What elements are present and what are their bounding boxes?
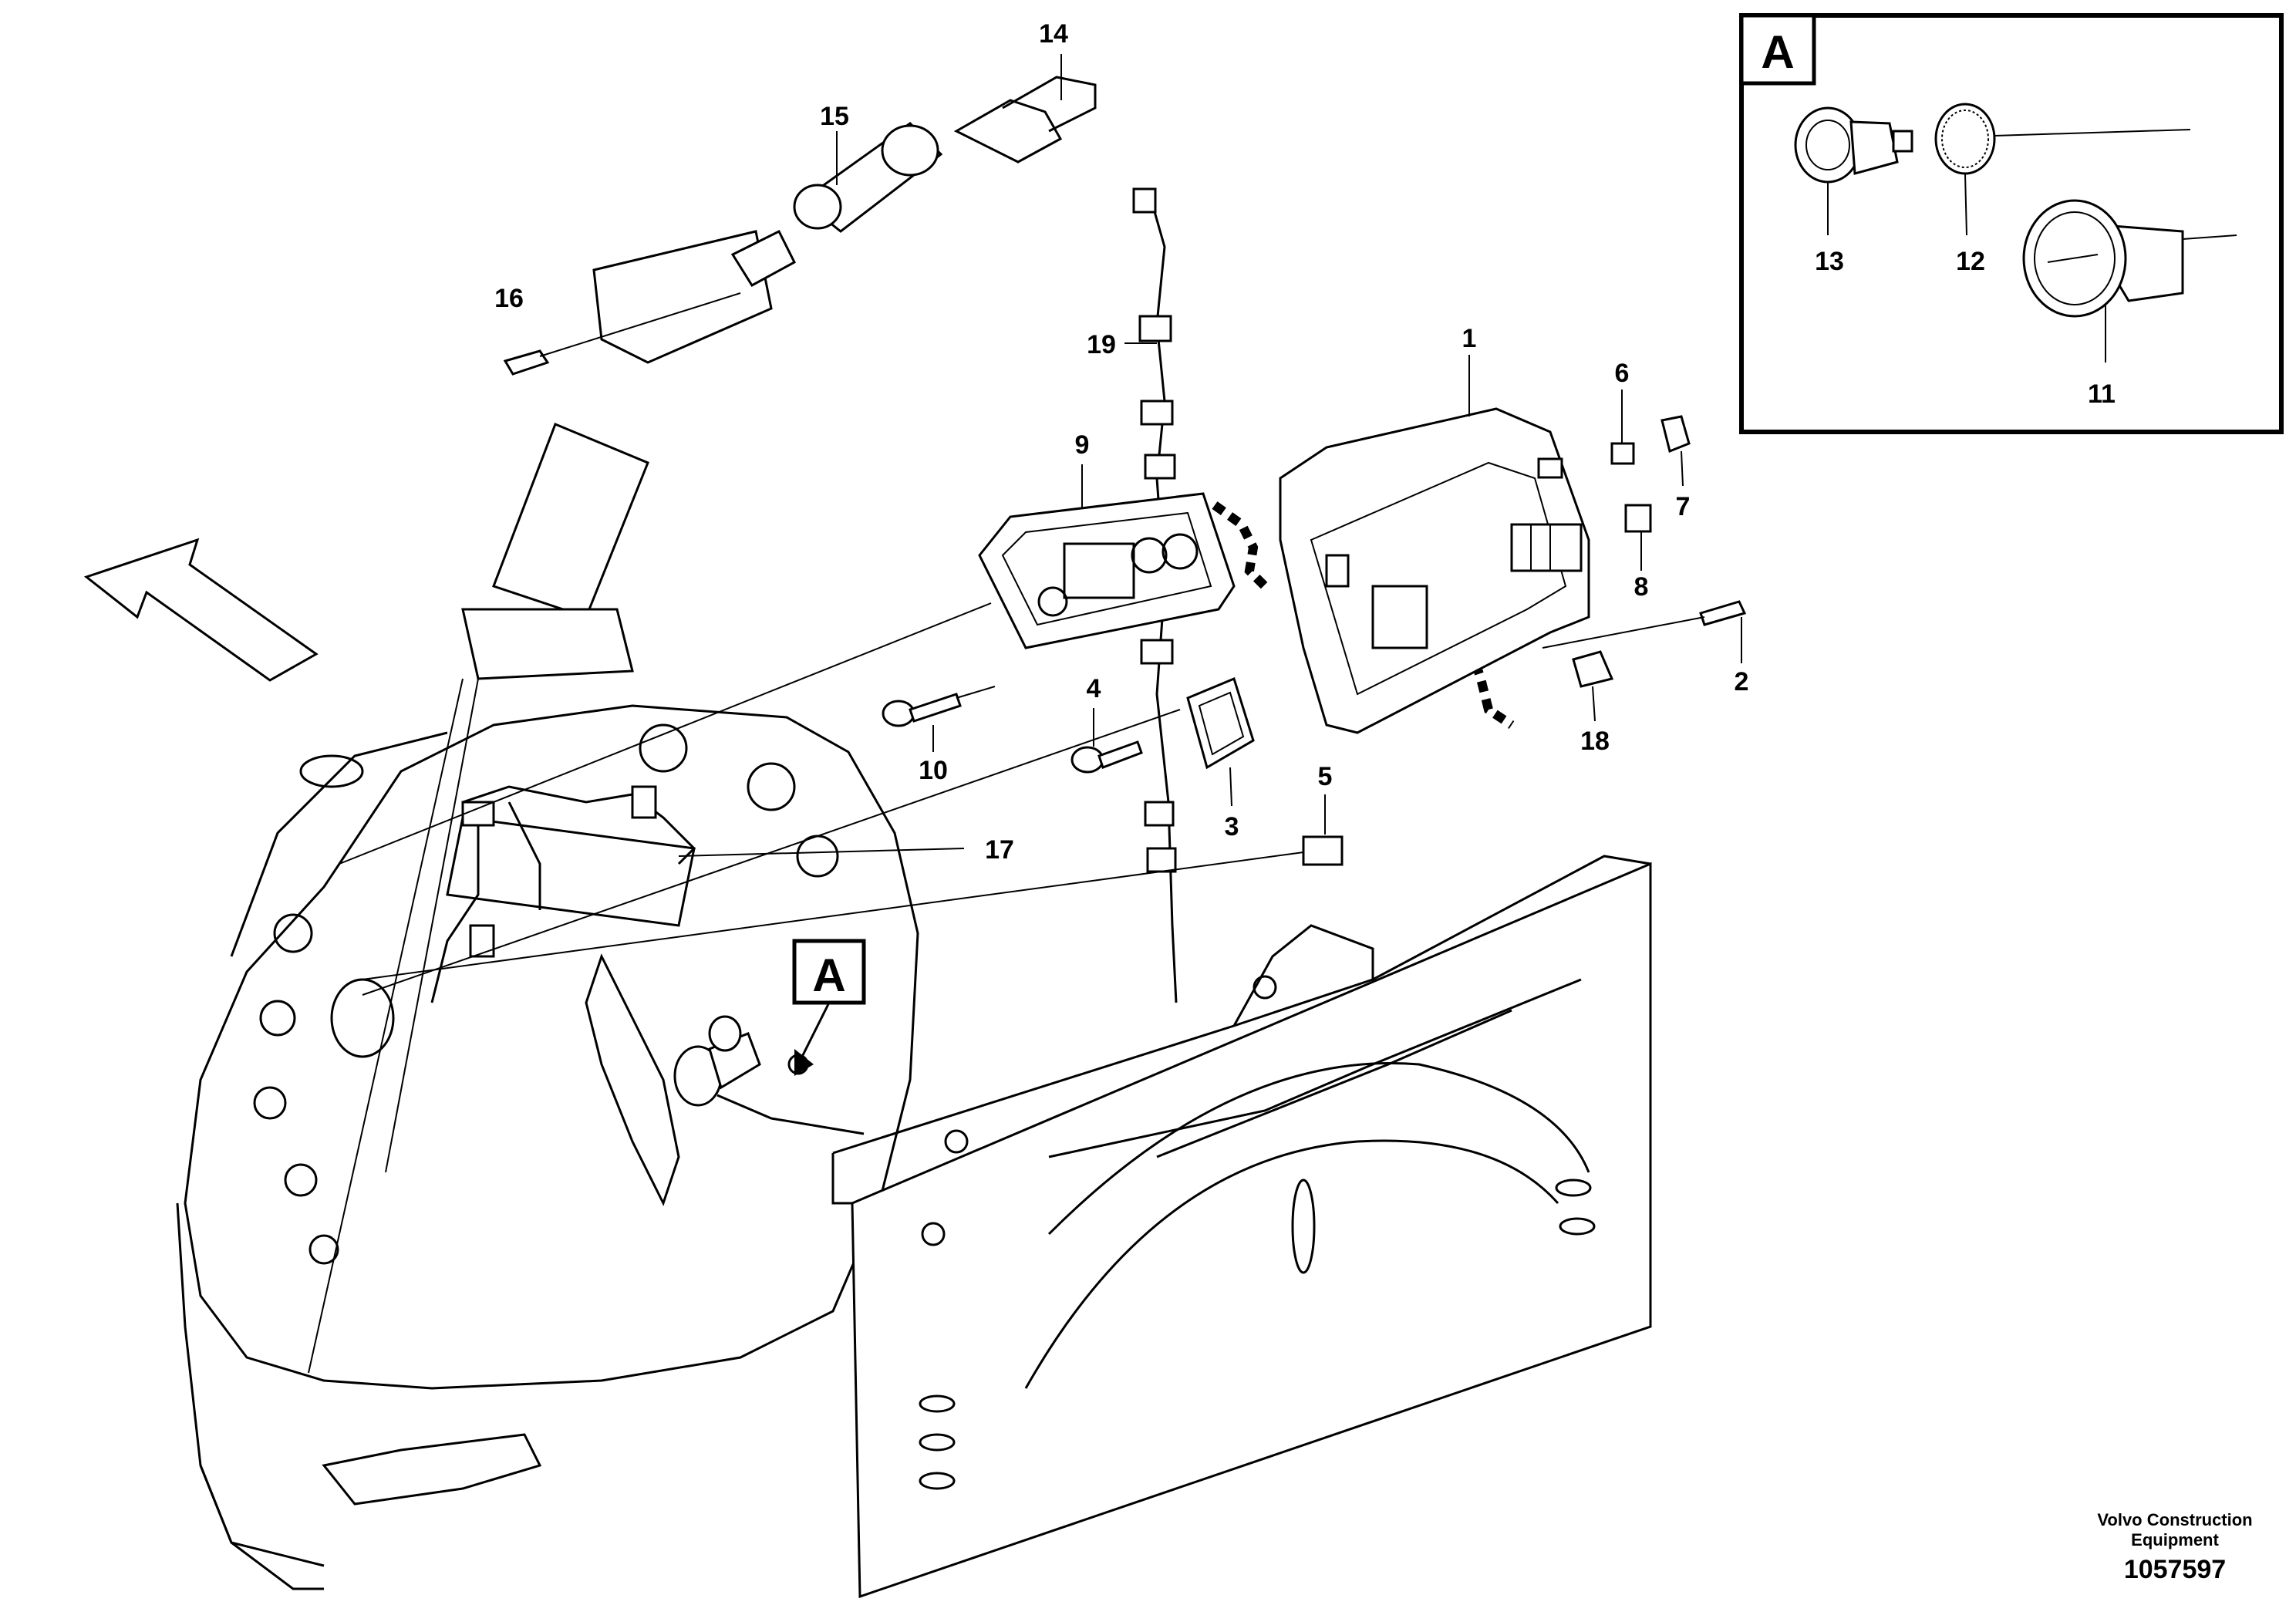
dashboard-panel-1: [1279, 407, 1590, 734]
leader-keypad-cab: [362, 709, 1181, 996]
drawing-number: 1057597: [2124, 1555, 2226, 1584]
callout-13: 13: [1815, 247, 1844, 276]
brand-line-2: Equipment: [2131, 1530, 2219, 1549]
callout-16: 16: [494, 284, 524, 313]
cab-frame: [176, 704, 919, 1590]
screw-10: [882, 686, 996, 752]
screw-4: [1070, 708, 1143, 774]
socket-13-icon: [1794, 106, 1913, 184]
callout-15: 15: [820, 102, 849, 131]
callout-4: 4: [1087, 674, 1101, 703]
front-panel-plate: [831, 855, 1652, 1599]
forward-direction-arrow-icon: [83, 538, 319, 682]
wiring-harness-19: [1124, 187, 1178, 1003]
instrument-cluster-9: [978, 492, 1236, 649]
knob-18: [1572, 650, 1614, 722]
callout-18: 18: [1580, 727, 1610, 756]
callout-14: 14: [1039, 19, 1068, 49]
callout-17: 17: [985, 835, 1014, 865]
callout-1: 1: [1462, 324, 1477, 353]
leader-cluster-cab: [339, 602, 992, 865]
callout-6: 6: [1615, 359, 1630, 388]
callout-2: 2: [1735, 667, 1749, 696]
knob-7: [1660, 415, 1691, 487]
steering-column-assembly: [461, 76, 1097, 680]
dashed-connection-left: [1212, 501, 1269, 590]
detail-marker-label: A: [812, 949, 845, 1001]
callout-10: 10: [919, 756, 948, 785]
switch-6: [1610, 389, 1635, 465]
callout-3: 3: [1225, 812, 1239, 841]
leader-column-cab: [385, 678, 479, 1173]
callout-8: 8: [1634, 572, 1649, 602]
brand-line-1: Volvo Construction: [2097, 1510, 2252, 1529]
detail-inset-a: A: [1739, 13, 2284, 434]
callout-9: 9: [1075, 430, 1090, 460]
callout-7: 7: [1676, 492, 1691, 521]
leader-switch5-cab: [362, 851, 1304, 980]
switch-cover-8: [1624, 504, 1652, 571]
leader-column-cab-2: [308, 678, 464, 1374]
mounted-socket-gauge: [673, 1015, 865, 1135]
inset-label: A: [1761, 26, 1794, 78]
harness-17: [430, 785, 965, 1003]
callout-12: 12: [1956, 247, 1985, 276]
gauge-11-icon: [2022, 199, 2237, 318]
callout-5: 5: [1318, 762, 1333, 791]
keypad-3: [1186, 676, 1255, 807]
callout-11: 11: [2088, 379, 2116, 409]
bolt-2: [1542, 600, 1747, 663]
callout-19: 19: [1087, 330, 1116, 359]
switch-5: [1302, 794, 1344, 866]
